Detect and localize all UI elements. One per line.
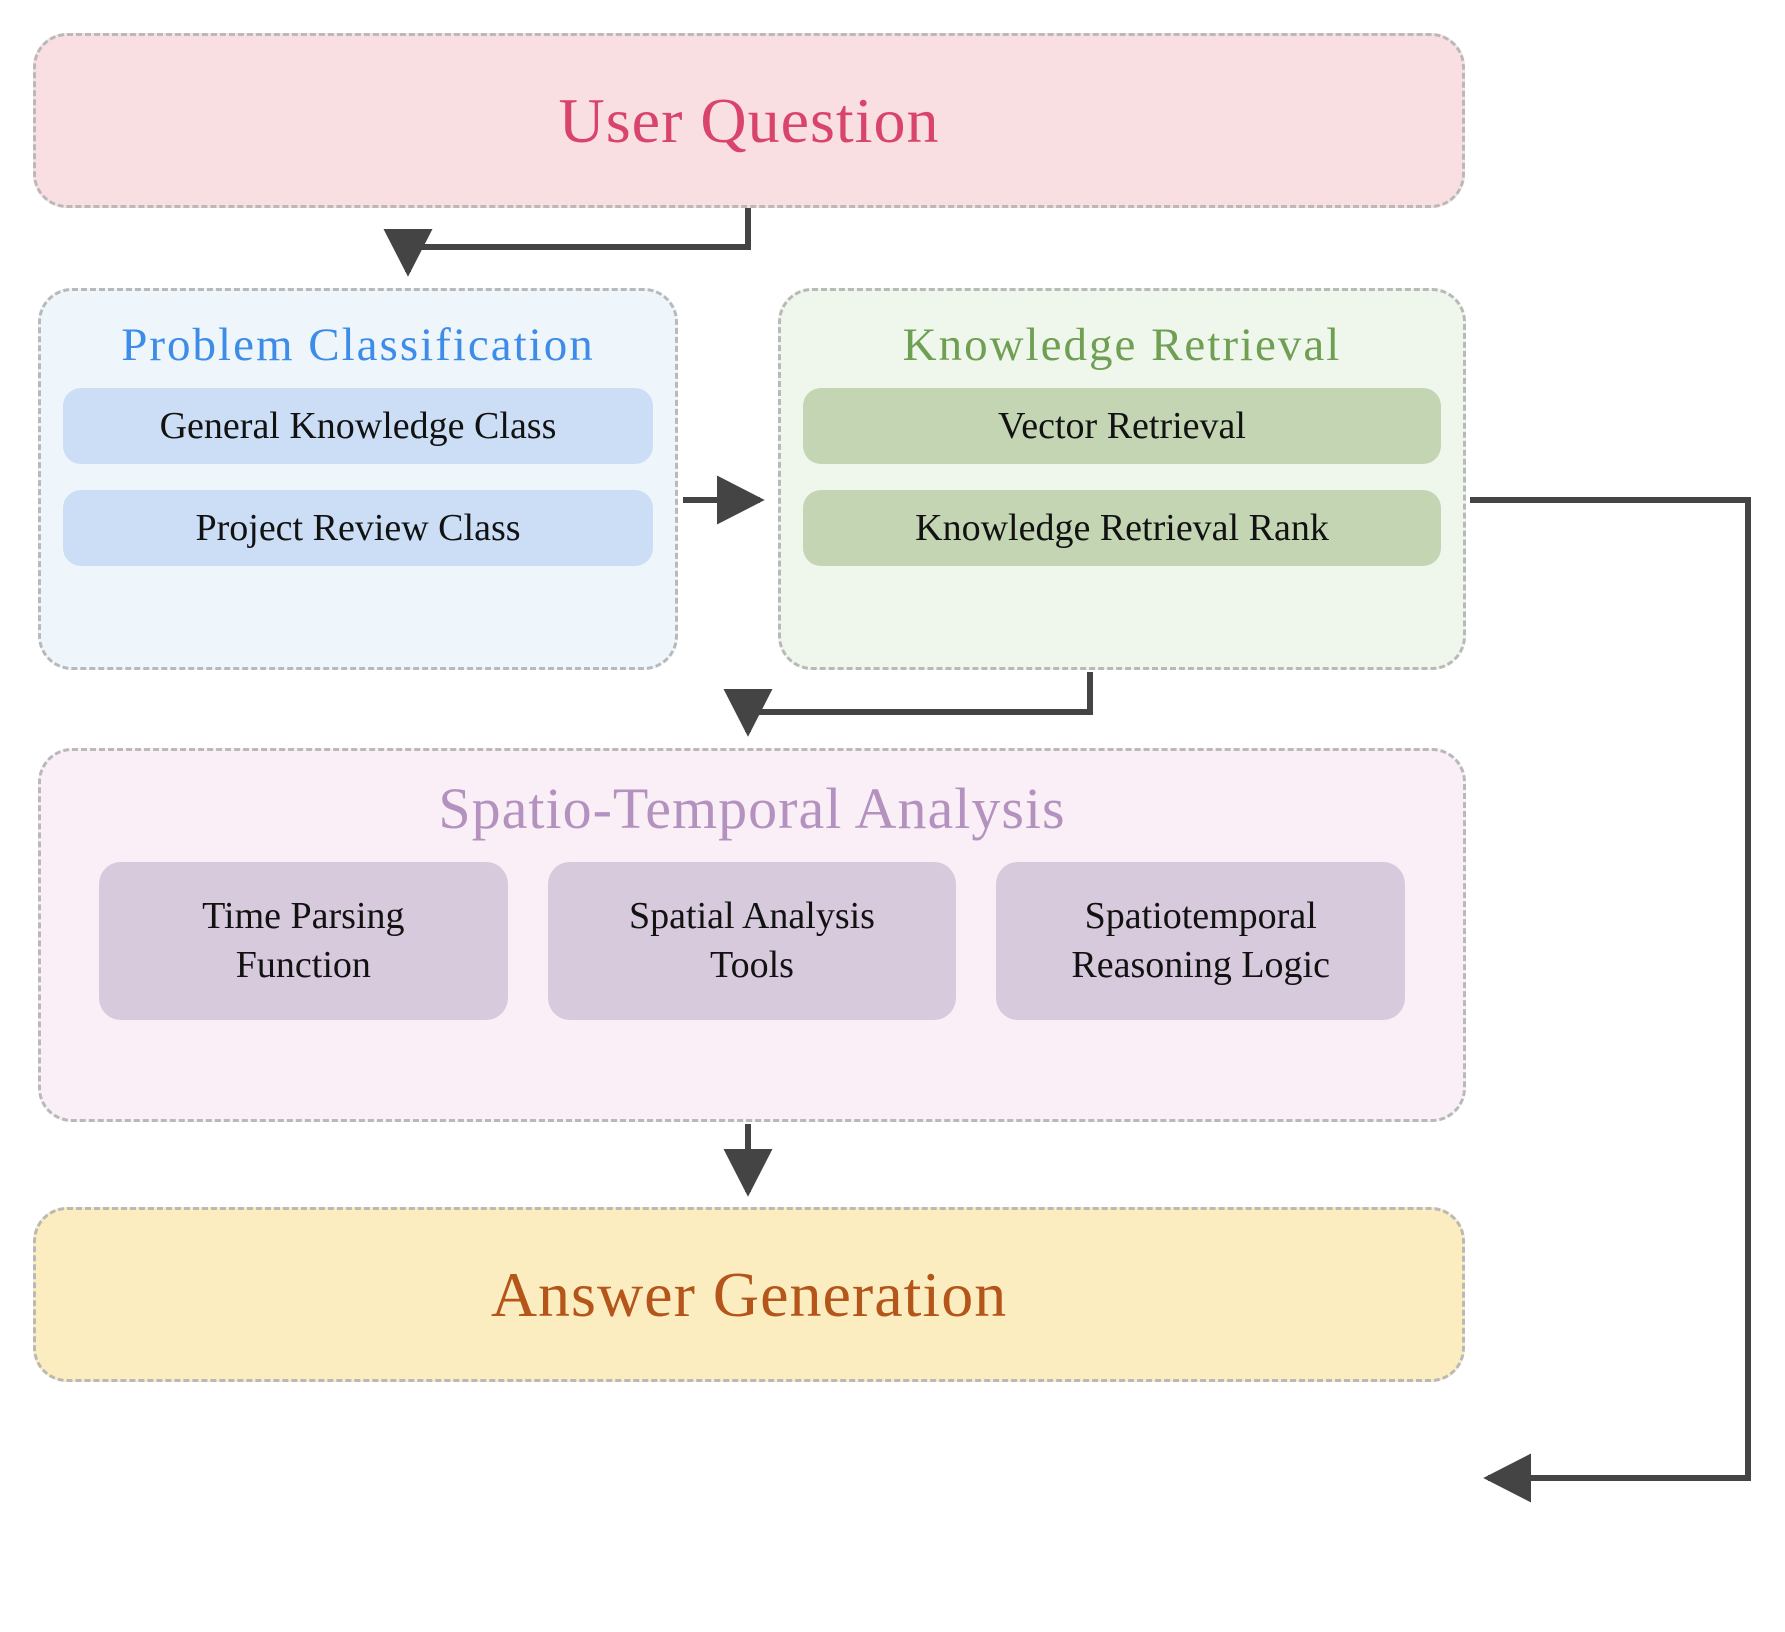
problem-classification-item-general-knowledge[interactable]: General Knowledge Class: [63, 388, 653, 465]
answer-generation-title: Answer Generation: [490, 1258, 1008, 1330]
arrow-knowledge-retrieval-to-spatio-temporal: [723, 672, 1093, 737]
answer-generation-box[interactable]: Answer Generation: [33, 1207, 1465, 1382]
knowledge-retrieval-item-retrieval-rank[interactable]: Knowledge Retrieval Rank: [803, 490, 1441, 567]
problem-classification-item-project-review[interactable]: Project Review Class: [63, 490, 653, 567]
card-line-2: Tools: [710, 943, 794, 986]
card-line-1: Spatiotemporal: [1084, 895, 1317, 938]
spatio-temporal-card-spatiotemporal-reasoning[interactable]: Spatiotemporal Reasoning Logic: [996, 861, 1406, 1020]
card-line-2: Function: [235, 943, 371, 986]
knowledge-retrieval-title: Knowledge Retrieval: [902, 319, 1342, 371]
knowledge-retrieval-box[interactable]: Knowledge Retrieval Vector Retrieval Kno…: [778, 288, 1466, 670]
problem-classification-box[interactable]: Problem Classification General Knowledge…: [38, 288, 678, 670]
spatio-temporal-card-row: Time Parsing Function Spatial Analysis T…: [67, 861, 1437, 1020]
spatio-temporal-card-spatial-analysis[interactable]: Spatial Analysis Tools: [547, 861, 957, 1020]
card-line-2: Reasoning Logic: [1071, 943, 1330, 986]
spatio-temporal-card-time-parsing[interactable]: Time Parsing Function: [99, 861, 508, 1020]
user-question-title: User Question: [558, 84, 940, 156]
arrow-user-question-to-problem-classification: [383, 208, 751, 277]
arrow-knowledge-retrieval-to-answer-generation: [1470, 497, 1751, 1503]
knowledge-retrieval-item-vector-retrieval[interactable]: Vector Retrieval: [803, 388, 1441, 465]
card-line-1: Time Parsing: [202, 895, 405, 938]
spatio-temporal-analysis-title: Spatio-Temporal Analysis: [438, 776, 1066, 841]
card-line-1: Spatial Analysis: [629, 895, 875, 938]
spatio-temporal-analysis-box[interactable]: Spatio-Temporal Analysis Time Parsing Fu…: [38, 748, 1466, 1122]
user-question-box[interactable]: User Question: [33, 33, 1465, 208]
problem-classification-title: Problem Classification: [121, 319, 595, 371]
